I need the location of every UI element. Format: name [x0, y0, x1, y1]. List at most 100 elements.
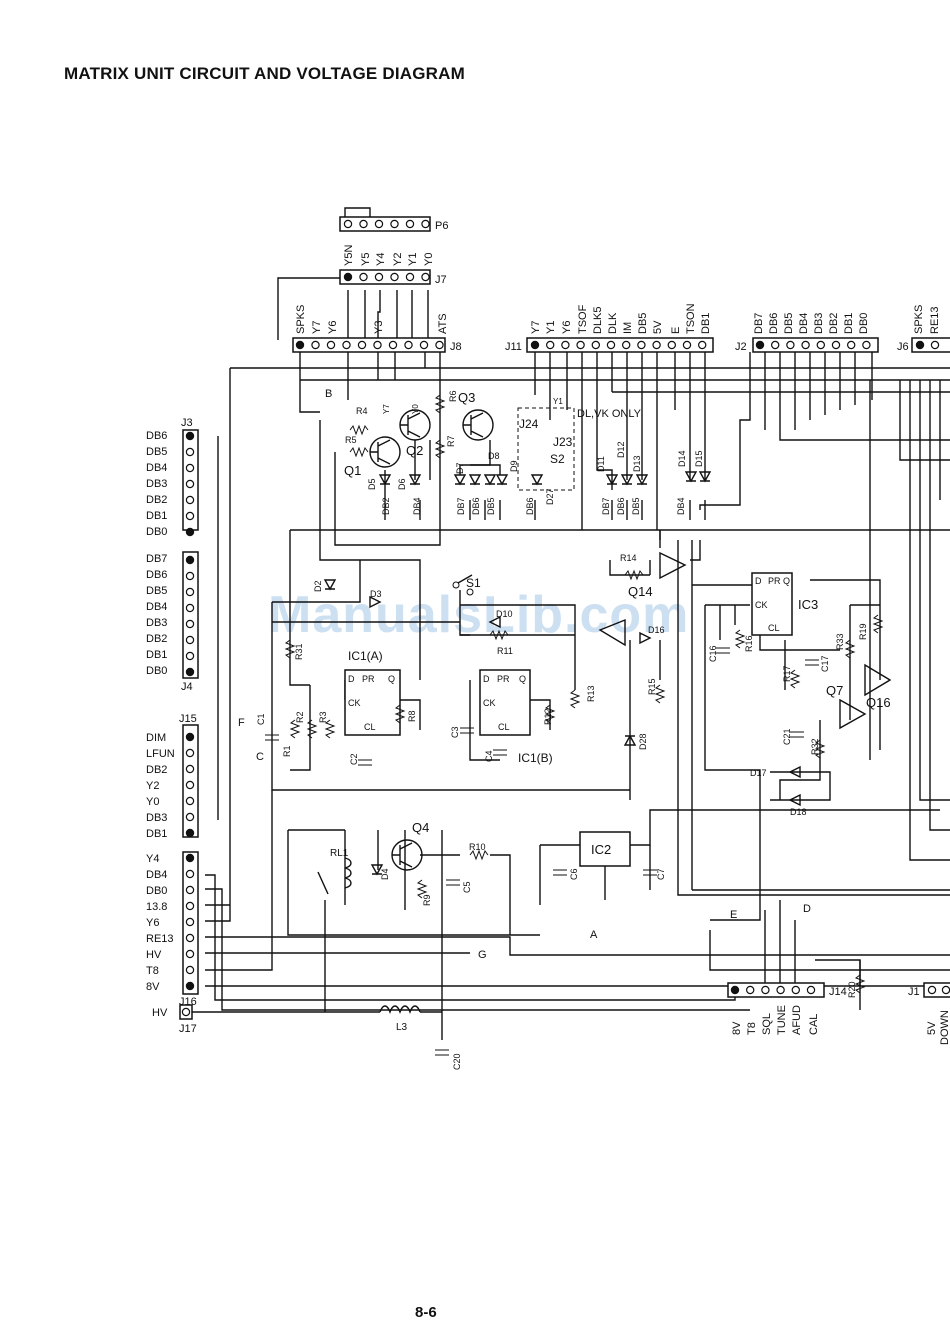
trace-label: DB5 [486, 497, 496, 515]
j1-label: J1 [908, 986, 920, 998]
connector-pin [185, 587, 195, 597]
connector-pin [421, 272, 430, 282]
j8-pin: Y3 [373, 321, 385, 334]
connector-pin [591, 340, 601, 350]
j4-pin: DB0 [146, 665, 167, 677]
switch-s2-label: S2 [550, 452, 565, 466]
diode-label: D14 [677, 450, 687, 467]
connector-pin [930, 340, 940, 350]
q3-label: Q3 [458, 390, 475, 405]
connector-pin [185, 635, 195, 645]
j3-pin: DB5 [146, 446, 167, 458]
capacitor-label: C4 [484, 750, 494, 762]
j7-pin: Y5N [343, 245, 355, 266]
resistor-label: R33 [835, 633, 845, 650]
connector-pin [185, 571, 195, 581]
capacitor-label: C6 [569, 868, 579, 880]
j6-pin: RE13 [929, 306, 941, 334]
trace-label: DB2 [381, 497, 391, 515]
j8-pin: SPKS [295, 305, 307, 334]
resistor-label: R17 [782, 665, 792, 682]
j17-pin: HV [152, 1007, 168, 1019]
ff-pin-ck: CK [348, 698, 361, 708]
connector-pin [806, 985, 816, 995]
j11-pin: Y7 [530, 321, 542, 334]
connector-pin [326, 340, 336, 350]
j4-label: J4 [181, 681, 193, 693]
ic3-label: IC3 [798, 597, 818, 612]
connector-pin [390, 272, 399, 282]
capacitor-label: C2 [349, 753, 359, 765]
j11-pin: DB1 [700, 313, 712, 334]
trace-label: DB4 [676, 497, 686, 515]
diode-label: D27 [545, 488, 555, 505]
ff-pin-d: D [755, 576, 762, 586]
diode-label: D12 [616, 441, 626, 458]
connector-pin [761, 985, 770, 995]
connector-pin [915, 340, 925, 350]
connector-pin [404, 340, 413, 350]
connector-pin [185, 965, 195, 975]
j3-pin: DB4 [146, 462, 167, 474]
q7-label: Q7 [826, 683, 843, 698]
j4-pin: DB6 [146, 569, 167, 581]
connector-pin [185, 431, 195, 441]
ff-pin-pr: PR [362, 674, 375, 684]
resistor-label: R13 [586, 685, 596, 702]
j14-pin: SQL [761, 1013, 773, 1035]
j3-pin: DB2 [146, 494, 167, 506]
connector-pin [374, 272, 384, 282]
capacitor-label: C17 [820, 655, 830, 672]
resistor-label: R1 [282, 745, 292, 757]
resistor-label: R5 [345, 435, 357, 445]
trace-label: DB6 [471, 497, 481, 515]
diode-label: D17 [750, 768, 767, 778]
diode-label: D6 [397, 478, 407, 490]
capacitor-label: C3 [450, 726, 460, 738]
j16-pin: 8V [146, 981, 160, 993]
connector-pin [374, 219, 384, 229]
resistor-label: R3 [318, 711, 328, 723]
page-title: MATRIX UNIT CIRCUIT AND VOLTAGE DIAGRAM [64, 64, 465, 83]
net-label-e: E [730, 909, 737, 921]
connector-pin [847, 340, 856, 350]
j16-pin: DB0 [146, 885, 167, 897]
net-label-a: A [590, 929, 598, 941]
j4-pin: DB2 [146, 633, 167, 645]
j16-pin: RE13 [146, 933, 174, 945]
jumper-label: J24 [519, 417, 539, 431]
resistor-label: R2 [295, 711, 305, 723]
j8-pin: Y6 [327, 321, 339, 334]
j1-pin: 5V [926, 1021, 938, 1035]
connector-pin [561, 340, 570, 350]
connector-pin [791, 985, 801, 995]
inductor-label: L3 [396, 1022, 408, 1033]
net-label-g: G [478, 949, 487, 961]
j2-pin: DB0 [858, 313, 870, 334]
j4-pin: DB5 [146, 585, 167, 597]
net-label-b: B [325, 388, 332, 400]
j3-label: J3 [181, 417, 193, 429]
connector-pin [185, 869, 195, 879]
connector-pin [181, 1007, 191, 1017]
capacitor-label: C16 [708, 645, 718, 662]
j15-pin: DB3 [146, 812, 167, 824]
connector-pin [185, 479, 195, 489]
j6-pin: SPKS [913, 305, 925, 334]
trace-label: DB6 [525, 497, 535, 515]
connector-pin [421, 219, 430, 229]
capacitor-label: C5 [462, 881, 472, 893]
resistor-label: R4 [356, 406, 368, 416]
connector-pin [185, 933, 195, 943]
connector-pin [185, 748, 195, 758]
j4-pin: DB4 [146, 601, 167, 613]
connector-pin [343, 219, 353, 229]
ic1a-label: IC1(A) [348, 649, 383, 663]
p6-label: P6 [435, 220, 448, 232]
diode-label: D28 [638, 733, 648, 750]
connector-pin [730, 985, 740, 995]
connector-pin [390, 219, 399, 229]
j2-pin: DB2 [828, 313, 840, 334]
ff-pin-d: D [348, 674, 355, 684]
connector-pin [388, 340, 398, 350]
